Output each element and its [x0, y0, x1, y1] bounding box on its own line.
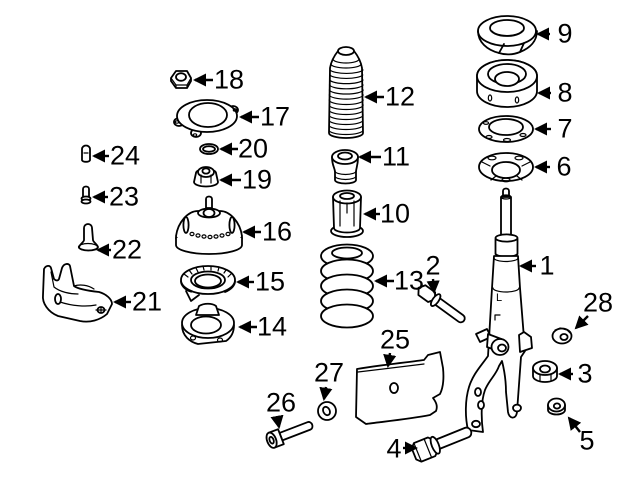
callout-13[interactable]: 13: [393, 265, 425, 296]
leader-arrows: [92, 27, 589, 455]
part-20-o-ring: [199, 143, 219, 155]
part-4-bolt: [410, 426, 473, 463]
callout-28[interactable]: 28: [582, 287, 614, 318]
callout-10[interactable]: 10: [379, 198, 411, 229]
callout-26[interactable]: 26: [265, 387, 297, 418]
callout-9[interactable]: 9: [557, 18, 573, 49]
callout-27[interactable]: 27: [313, 357, 345, 388]
part-18-hex-nut: [170, 70, 192, 89]
part-9-upper-spring-seat-ring: [477, 15, 538, 56]
leader-arrow-28: [574, 315, 589, 330]
callout-23[interactable]: 23: [108, 181, 140, 212]
callout-17[interactable]: 17: [259, 101, 291, 132]
part-8-strut-mount-bushing: [476, 59, 538, 108]
callout-3[interactable]: 3: [577, 358, 593, 389]
part-22-bolt: [77, 223, 99, 252]
part-15-spring-seat-bearing: [180, 265, 236, 302]
callout-1[interactable]: 1: [539, 250, 555, 281]
part-19-flange-nut: [193, 166, 219, 188]
callout-15[interactable]: 15: [254, 266, 286, 297]
leader-arrow-5: [567, 416, 582, 433]
callout-11[interactable]: 11: [381, 141, 411, 172]
part-3-flange-nut: [532, 360, 558, 383]
callout-14[interactable]: 14: [256, 311, 288, 342]
callout-20[interactable]: 20: [237, 133, 269, 164]
callout-21[interactable]: 21: [131, 286, 163, 317]
callout-16[interactable]: 16: [261, 216, 293, 247]
part-1-strut: L: [464, 187, 533, 433]
part-14-lower-spring-seat: [181, 302, 235, 345]
leader-arrow-25: [383, 352, 397, 368]
part-25-heat-shield: [355, 351, 445, 425]
part-21-bracket: [42, 263, 113, 323]
callout-22[interactable]: 22: [111, 234, 143, 265]
callout-6[interactable]: 6: [556, 151, 572, 182]
callout-8[interactable]: 8: [557, 77, 573, 108]
leader-arrow-26: [270, 414, 284, 429]
part-28-nut: [551, 327, 573, 345]
part-27-washer: [317, 401, 337, 421]
callout-19[interactable]: 19: [241, 164, 273, 195]
callout-25[interactable]: 25: [379, 324, 411, 355]
part-5-nut: [547, 397, 566, 416]
strut-marking-label: L: [496, 292, 502, 304]
callout-2[interactable]: 2: [425, 250, 441, 281]
callout-4[interactable]: 4: [386, 433, 402, 464]
part-16-strut-mount: [175, 195, 243, 255]
callout-18[interactable]: 18: [213, 64, 245, 95]
leader-arrow-2: [426, 278, 440, 294]
part-23-stud: [80, 185, 92, 205]
part-17-mount-cover-plate: [173, 99, 239, 138]
part-12-dust-boot: [328, 46, 364, 139]
callout-12[interactable]: 12: [384, 81, 416, 112]
callout-24[interactable]: 24: [109, 140, 141, 171]
leader-arrow-27: [319, 386, 333, 401]
part-13-coil-spring: [320, 243, 374, 329]
part-11-bump-stop: [331, 149, 359, 185]
part-26-bolt: [265, 421, 314, 449]
part-10-spacer-sleeve: [330, 189, 364, 238]
callout-5[interactable]: 5: [579, 425, 595, 456]
callout-7[interactable]: 7: [557, 113, 573, 144]
part-7-mount-washer-plate: [478, 115, 534, 143]
part-6-bearing-plate: [478, 152, 534, 183]
part-24-pin: [81, 144, 91, 163]
